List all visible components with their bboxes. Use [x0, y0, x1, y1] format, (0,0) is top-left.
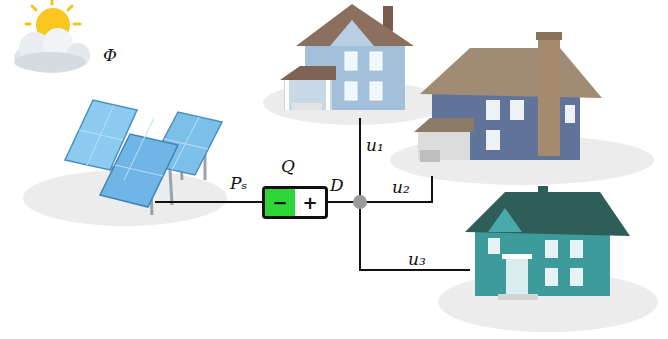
symbol-label: Pₛ	[230, 174, 247, 193]
symbol-label: u₂	[392, 178, 410, 197]
polarity-sign: −	[265, 189, 295, 216]
battery-box: −+	[262, 186, 328, 219]
symbol-label: D	[330, 176, 344, 195]
symbol-label: Φ	[103, 46, 117, 65]
symbol-label: u₃	[408, 250, 426, 269]
polarity-sign: +	[295, 189, 325, 216]
wires	[155, 118, 470, 270]
solar-panels	[65, 100, 222, 215]
house-icon	[465, 186, 630, 300]
junction-dot	[353, 195, 367, 209]
weather-icon	[14, 0, 90, 73]
symbol-label: u₁	[366, 136, 384, 155]
house-icon	[414, 32, 602, 162]
symbol-label: Q	[281, 157, 295, 176]
house-icon	[280, 4, 414, 110]
